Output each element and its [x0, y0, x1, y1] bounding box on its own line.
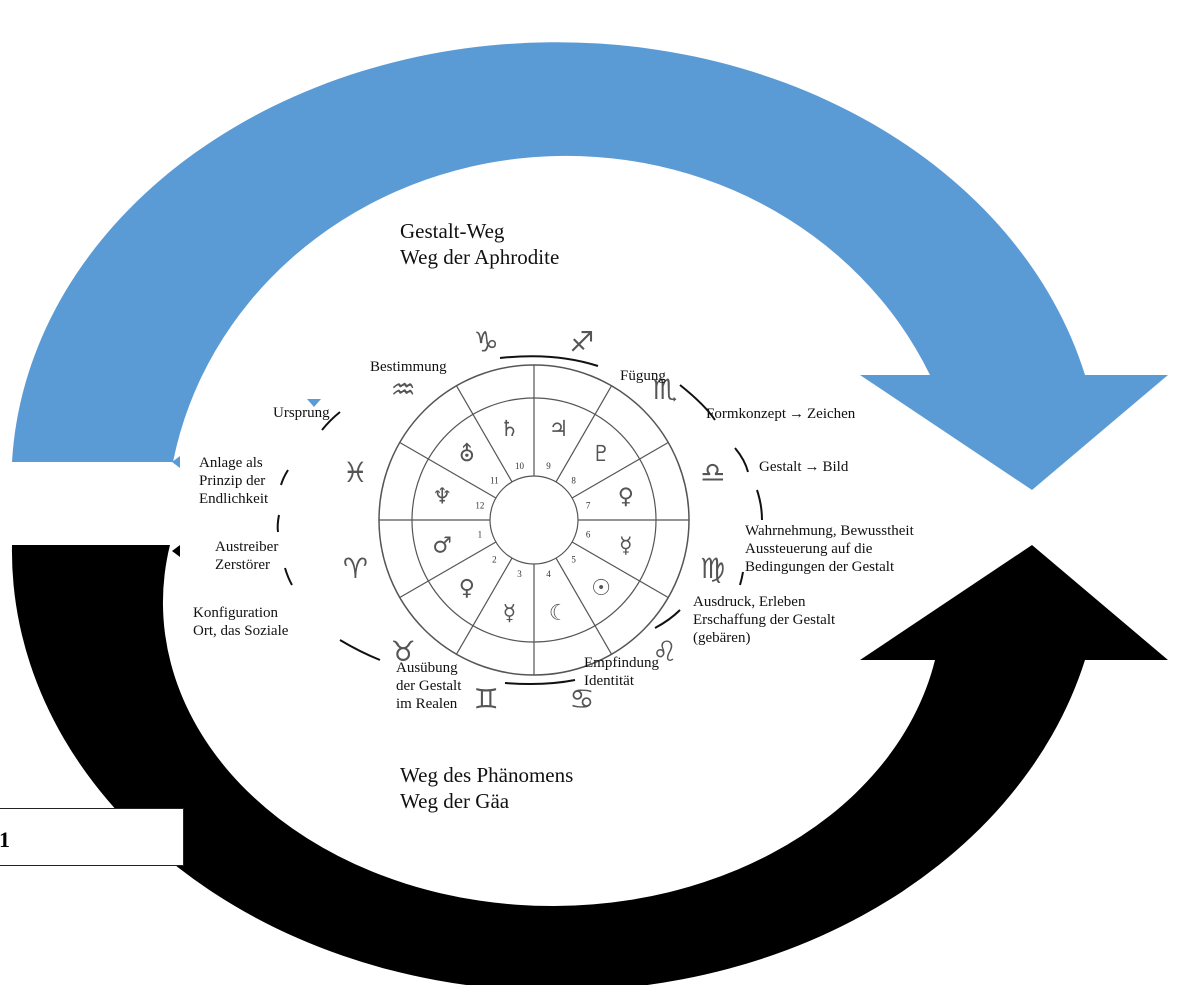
house-number: 10: [515, 461, 525, 471]
label-konfiguration-2: Ort, das Soziale: [193, 623, 289, 639]
aquarius-icon: ♒︎: [391, 373, 416, 406]
wheel-spoke: [455, 385, 513, 483]
label-gestalt-row: Gestalt→Bild: [759, 458, 848, 477]
label-formkonzept: Formkonzept: [706, 406, 786, 422]
house-number: 9: [546, 461, 551, 471]
wheel-spoke: [455, 557, 513, 655]
house-number: 5: [571, 555, 576, 565]
phenomenon-path-arrow: [11, 545, 1168, 985]
house-number: 1: [478, 529, 483, 539]
wheel-spoke: [399, 441, 497, 499]
libra-icon: ♎︎: [700, 456, 725, 489]
cancer-icon: ♋︎: [569, 683, 594, 716]
house-number: 8: [571, 475, 576, 485]
wheel-spoke: [555, 557, 613, 655]
wheel-center-circle: [489, 475, 579, 565]
label-ausuebung-3: im Realen: [396, 696, 458, 712]
virgo-icon: ♍︎: [700, 552, 725, 585]
label-ursprung: Ursprung: [273, 405, 330, 421]
anlage-pointer-icon: [172, 456, 180, 468]
label-empfindung-1: Empfindung: [584, 655, 659, 671]
arrow-right-icon: →: [789, 406, 804, 422]
zodiac-glyphs: ♈︎ ♉︎ ♊︎ ♋︎ ♌︎ ♍︎ ♎︎ ♏︎ ♐︎ ♑︎ ♒︎ ♓︎: [343, 325, 726, 715]
label-ausuebung-1: Ausübung: [396, 660, 458, 676]
wheel-spoke: [571, 441, 669, 499]
house-number: 2: [492, 555, 497, 565]
outer-ring-segments: [276, 355, 763, 685]
ursprung-pointer-icon: [307, 399, 321, 407]
leo-icon: ♌︎: [652, 635, 677, 668]
label-ausdruck-2: Erschaffung der Gestalt: [693, 612, 836, 628]
planet-glyph: ♇: [591, 442, 611, 467]
lower-path-subtitle: Weg der Gäa: [400, 789, 510, 813]
arrow-right-icon: →: [804, 459, 820, 475]
label-bild: Bild: [822, 459, 849, 475]
upper-path-title: Gestalt-Weg: [400, 219, 505, 243]
label-formkonzept-row: Formkonzept→Zeichen: [706, 405, 855, 424]
label-konfiguration-1: Konfiguration: [193, 605, 278, 621]
planet-glyph: ♀: [618, 484, 634, 509]
house-number: 12: [475, 501, 484, 511]
label-wahrnehmung-3: Bedingungen der Gestalt: [745, 559, 895, 575]
taurus-icon: ♉︎: [391, 635, 416, 668]
upper-path-subtitle: Weg der Aphrodite: [400, 245, 560, 269]
aries-icon: ♈︎: [343, 552, 368, 585]
wheel-spoke: [399, 541, 497, 599]
label-ausdruck-3: (gebären): [693, 630, 751, 646]
planet-glyph: ☿: [619, 534, 633, 559]
label-ausdruck-1: Ausdruck, Erleben: [693, 594, 806, 610]
label-bestimmung: Bestimmung: [370, 359, 447, 375]
label-anlage-2: Prinzip der: [199, 473, 266, 489]
gestalt-path-arrow: [12, 42, 1168, 490]
wheel-spoke: [555, 385, 613, 483]
planet-glyph: ☉: [591, 576, 611, 601]
planet-glyph: ☿: [503, 601, 517, 626]
label-ausuebung-2: der Gestalt: [396, 678, 462, 694]
figure-number: 1: [0, 827, 10, 852]
label-austreiber-1: Austreiber: [215, 539, 279, 555]
label-empfindung-2: Identität: [584, 673, 634, 689]
planet-glyph: ♆: [432, 484, 452, 509]
house-number: 7: [586, 501, 591, 511]
austreiber-pointer-icon: [172, 545, 180, 557]
label-zeichen: Zeichen: [807, 406, 856, 422]
wheel-spokes: [379, 365, 689, 675]
house-number: 4: [546, 569, 551, 579]
planet-glyph: ♃: [549, 417, 569, 442]
label-wahrnehmung-2: Aussteuerung auf die: [745, 541, 873, 557]
capricorn-icon: ♑︎: [474, 325, 499, 358]
scorpio-icon: ♏︎: [652, 373, 677, 406]
sagittarius-icon: ♐︎: [569, 325, 594, 358]
planet-glyphs: ♂ ♀ ☿ ☾ ☉ ☿ ♀ ♇ ♃ ♄ ⛢ ♆: [432, 417, 633, 626]
label-wahrnehmung-1: Wahrnehmung, Bewusstheit: [745, 523, 914, 539]
label-fuegung: Fügung: [620, 368, 666, 384]
planet-glyph: ⛢: [459, 442, 475, 467]
lower-path-title: Weg des Phänomens: [400, 763, 574, 787]
gemini-icon: ♊︎: [474, 683, 499, 716]
house-number: 11: [490, 475, 499, 485]
planet-glyph: ♀: [459, 576, 475, 601]
planet-glyph: ☾: [549, 601, 569, 626]
label-anlage-3: Endlichkeit: [199, 491, 269, 507]
figure-number-box: 1: [0, 808, 184, 866]
label-gestalt: Gestalt: [759, 459, 802, 475]
wheel-spoke: [571, 541, 669, 599]
planet-glyph: ♂: [432, 534, 452, 559]
label-anlage-1: Anlage als: [199, 455, 263, 471]
label-austreiber-2: Zerstörer: [215, 557, 270, 573]
planet-glyph: ♄: [500, 417, 520, 442]
house-number: 3: [517, 569, 522, 579]
house-number: 6: [586, 529, 591, 539]
pisces-icon: ♓︎: [343, 456, 368, 489]
